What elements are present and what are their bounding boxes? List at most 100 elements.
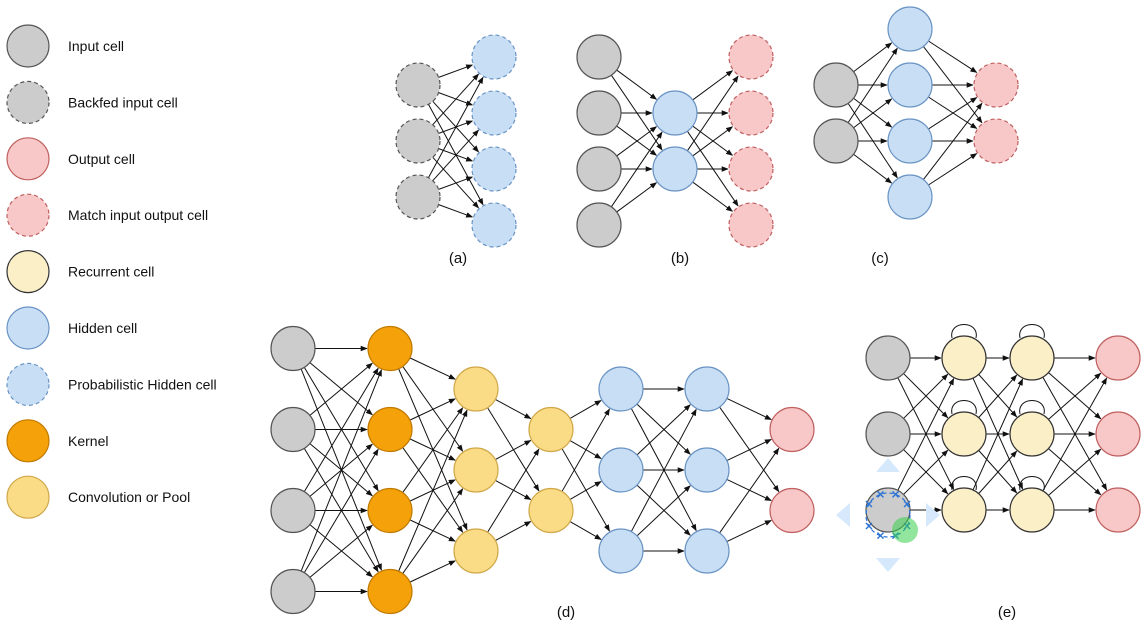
- resize-handle-icon[interactable]: [876, 490, 884, 498]
- node-d-kernel-1-1: [367, 406, 413, 453]
- edge-b-l1n1-l2n3: [692, 181, 734, 212]
- node-e-output-3-1: [1095, 411, 1141, 457]
- edge-b-l0n0-l1n0: [616, 69, 658, 100]
- move-arrow-up-icon[interactable]: [876, 458, 900, 472]
- edge-d-l5n2-l6n1: [726, 519, 772, 542]
- node-d-kernel-1-0: [367, 325, 413, 372]
- node-b-match-output-2-0: [728, 34, 774, 80]
- node-e-input-0-1: [865, 411, 911, 457]
- node-e-recurrent-1-1: [941, 411, 987, 457]
- node-b-input-0-1: [576, 90, 622, 136]
- edge-e-l1n2-l2n0: [972, 378, 1024, 491]
- move-arrow-down-icon[interactable]: [876, 558, 900, 572]
- node-c-hidden-1-1: [887, 62, 933, 108]
- edge-d-l5n2-l6n0: [719, 447, 780, 534]
- edge-d-l4n1-l5n0: [636, 404, 691, 456]
- legend-label-hidden: Hidden cell: [68, 320, 137, 336]
- node-b-hidden-1-0: [652, 90, 698, 136]
- edge-e-l2n2-l3n0: [1042, 377, 1108, 492]
- edge-d-l3n1-l4n0: [561, 408, 610, 492]
- legend-label-recurrent: Recurrent cell: [68, 264, 154, 280]
- node-d-conv-pool-2-2: [453, 528, 499, 574]
- edge-e-l2n2-l3n1: [1048, 448, 1102, 496]
- node-e-output-3-2: [1095, 487, 1141, 533]
- node-d-hidden-5-2: [684, 528, 730, 574]
- node-b-hidden-1-1: [652, 146, 698, 192]
- edge-d-l1n0-l2n0: [409, 357, 456, 380]
- connection-point-icon[interactable]: [892, 517, 918, 543]
- self-loop-e-1-2: [951, 476, 977, 491]
- edge-b-l0n3-l1n0: [610, 131, 663, 208]
- edge-c-l0n1-l1n3: [853, 153, 893, 184]
- legend-swatch-prob-hidden: [6, 362, 50, 406]
- edge-d-l2n1-l3n0: [495, 439, 532, 460]
- node-b-input-0-0: [576, 34, 622, 80]
- node-c-match-output-2-0: [973, 62, 1019, 108]
- legend-swatch-match-output: [6, 193, 50, 237]
- node-a-backfed-input-0-0: [395, 62, 441, 108]
- edge-d-l1n2-l2n0: [402, 407, 464, 493]
- edge-a-l0n2-l1n2: [438, 176, 474, 190]
- edge-d-l2n2-l3n1: [495, 520, 532, 541]
- node-d-conv-pool-3-0: [528, 406, 574, 453]
- move-arrow-right-icon[interactable]: [926, 503, 940, 527]
- selection-outline: [865, 492, 911, 538]
- node-d-input-0-3: [270, 568, 316, 615]
- edge-d-l3n0-l4n0: [569, 400, 602, 419]
- edge-d-l3n1-l4n2: [569, 521, 602, 540]
- node-c-hidden-1-3: [887, 174, 933, 220]
- node-c-input-0-1: [813, 118, 859, 164]
- edge-d-l0n3-l1n2: [309, 524, 373, 578]
- self-loop-e-2-2: [1019, 476, 1045, 491]
- node-d-kernel-1-2: [367, 487, 413, 534]
- edge-b-l0n3-l1n1: [616, 182, 658, 213]
- node-e-recurrent-2-1: [1009, 411, 1055, 457]
- edge-d-l5n1-l6n0: [726, 438, 772, 461]
- node-d-hidden-5-1: [684, 447, 730, 493]
- edge-b-l1n0-l2n0: [692, 70, 734, 101]
- node-selection-handle[interactable]: [836, 458, 940, 572]
- resize-handle-icon[interactable]: [903, 500, 911, 508]
- self-loop-e-2-1: [1019, 400, 1045, 415]
- node-d-input-0-2: [270, 487, 316, 534]
- legend-swatch-backfed-input: [6, 80, 50, 125]
- node-d-conv-pool-2-1: [453, 447, 499, 493]
- node-e-output-3-0: [1095, 335, 1141, 381]
- edge-d-l3n0-l4n2: [561, 448, 610, 532]
- resize-handle-icon[interactable]: [876, 532, 884, 540]
- node-a-backfed-input-0-2: [395, 174, 441, 220]
- edge-c-l0n0-l1n0: [853, 42, 893, 73]
- edge-d-l5n0-l6n0: [726, 398, 772, 421]
- legend-label-output: Output cell: [68, 151, 135, 167]
- edge-a-l0n2-l1n0: [428, 76, 484, 178]
- edge-d-l3n1-l4n1: [569, 481, 602, 500]
- node-e-input-0-0: [865, 335, 911, 381]
- node-e-recurrent-1-2: [941, 487, 987, 533]
- resize-handle-icon[interactable]: [865, 500, 873, 508]
- resize-handle-icon[interactable]: [892, 490, 900, 498]
- edge-c-l0n1-l1n0: [847, 47, 898, 123]
- legend-swatch-output: [6, 137, 50, 181]
- legend-label-kernel: Kernel: [68, 433, 108, 449]
- self-loop-e-2-0: [1019, 324, 1045, 339]
- edge-d-l2n2-l3n0: [487, 448, 540, 533]
- panel-b-network: (b): [576, 34, 774, 267]
- node-d-hidden-4-2: [598, 528, 644, 574]
- node-b-match-output-2-3: [728, 202, 774, 248]
- edge-a-l0n1-l1n0: [432, 73, 480, 126]
- edge-d-l0n1-l1n0: [309, 362, 373, 416]
- resize-handle-icon[interactable]: [865, 522, 873, 530]
- edge-d-l1n3-l2n2: [409, 560, 456, 583]
- edge-d-l1n3-l2n1: [402, 488, 464, 574]
- legend-swatch-recurrent: [6, 250, 50, 294]
- move-arrow-left-icon[interactable]: [836, 503, 850, 527]
- node-d-conv-pool-3-1: [528, 487, 574, 534]
- legend-swatch-conv-pool: [6, 475, 50, 519]
- node-e-recurrent-2-2: [1009, 487, 1055, 533]
- node-a-prob-hidden-1-2: [471, 146, 517, 192]
- edge-a-l0n2-l1n3: [438, 204, 474, 218]
- edge-e-l0n1-l1n0: [903, 373, 949, 419]
- edge-d-l1n3-l2n0: [398, 409, 468, 572]
- node-c-match-output-2-1: [973, 118, 1019, 164]
